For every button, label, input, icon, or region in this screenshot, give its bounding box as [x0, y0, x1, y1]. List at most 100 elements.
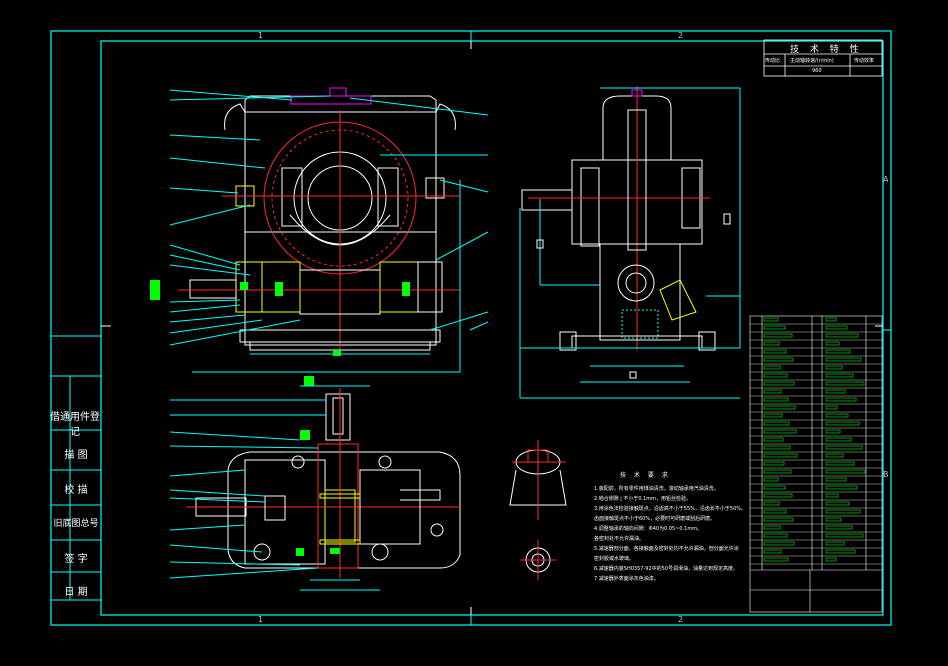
- parts-row-material: [825, 517, 842, 522]
- spec-header-speed: 主动轴转速/(r/min): [790, 58, 834, 64]
- side-label-registration: 借通用件登记: [50, 412, 100, 438]
- parts-row-material: [825, 469, 866, 474]
- top-view: [169, 376, 461, 591]
- zone-marker-bottom-1: 1: [258, 615, 264, 624]
- parts-list: [749, 315, 883, 613]
- parts-row-name: [763, 533, 788, 538]
- parts-row-material: [825, 541, 845, 546]
- parts-row-material: [825, 397, 857, 402]
- parts-row-name: [763, 445, 791, 450]
- parts-row-name: [763, 525, 781, 530]
- parts-row-material: [825, 413, 849, 418]
- tech-req-line: 1.装配前，所有零件用煤油清洗，滚动轴承用汽油清洗。: [594, 486, 719, 492]
- parts-row-material: [825, 341, 840, 346]
- parts-row-name: [763, 557, 789, 562]
- spec-table-frame: [763, 39, 883, 77]
- tech-req-line: 5.减速器剖分面、各接触面及密封处均不允许漏油，剖分面允许涂: [594, 546, 739, 552]
- parts-row-name: [763, 365, 781, 370]
- side-label-old-drawing-no: 旧底图总号: [53, 519, 99, 529]
- parts-row-name: [763, 405, 796, 410]
- spec-header-ratio: 传动比: [765, 58, 781, 64]
- zone-marker-bottom-2: 2: [678, 615, 684, 624]
- parts-row-name: [763, 429, 797, 434]
- parts-row-name: [763, 549, 782, 554]
- tech-req-line: 7.减速器外表面涂灰色油漆。: [594, 576, 659, 582]
- parts-row-name: [763, 477, 779, 482]
- parts-row-name: [763, 381, 795, 386]
- parts-row-material: [825, 509, 861, 514]
- parts-row-name: [763, 469, 792, 474]
- parts-row-material: [825, 373, 854, 378]
- parts-row-name: [763, 461, 785, 466]
- tech-req-line: 2.啮合侧隙 j 不小于0.1mm，用铅丝检验。: [594, 496, 692, 502]
- parts-row-material: [825, 333, 859, 338]
- parts-row-material: [825, 421, 860, 426]
- parts-row-material: [825, 557, 837, 562]
- parts-row-name: [763, 493, 793, 498]
- parts-row-name: [763, 413, 783, 418]
- zone-marker-top-1: 1: [258, 31, 264, 40]
- zone-marker-top-2: 2: [678, 31, 684, 40]
- side-label-signature: 签 字: [64, 554, 88, 565]
- parts-row-name: [763, 509, 787, 514]
- parts-row-material: [825, 405, 838, 410]
- parts-row-material: [825, 325, 848, 330]
- zone-marker-a: A: [883, 175, 889, 184]
- parts-row-material: [825, 549, 856, 554]
- parts-row-material: [825, 365, 843, 370]
- parts-row-material: [825, 477, 847, 482]
- parts-row-material: [825, 493, 839, 498]
- tech-req-title: 技 术 要 求: [620, 472, 671, 479]
- drawing-frame: [50, 30, 892, 626]
- parts-row-name: [763, 485, 786, 490]
- parts-row-name: [763, 501, 780, 506]
- spec-table-title: 技 术 特 性: [790, 45, 863, 55]
- side-label-date: 日 期: [64, 587, 88, 598]
- parts-row-name: [763, 453, 798, 458]
- side-label-checking: 校 描: [64, 485, 88, 496]
- parts-row-name: [763, 421, 790, 426]
- parts-row-material: [825, 461, 855, 466]
- tech-req-line: 3.用涂色法检验接触斑点，沿齿高不小于55%，沿齿长不小于50%。: [594, 506, 747, 512]
- parts-row-name: [763, 517, 794, 522]
- detail-view: [509, 440, 567, 580]
- parts-row-name: [763, 373, 788, 378]
- parts-row-name: [763, 317, 779, 322]
- parts-row-material: [825, 525, 853, 530]
- tech-req-line: 各密封处不允许漏油。: [594, 536, 645, 542]
- parts-row-material: [825, 389, 846, 394]
- tech-req-line: 齿面接触斑点不小于60%，必要时可研磨或刮后研磨。: [594, 516, 716, 522]
- spec-value-speed: 960: [812, 68, 822, 74]
- side-label-tracing: 描 图: [64, 450, 88, 461]
- parts-row-name: [763, 333, 793, 338]
- spec-header-efficiency: 传动效率: [854, 58, 875, 64]
- parts-row-material: [825, 501, 850, 506]
- parts-row-name: [763, 325, 786, 330]
- parts-row-material: [825, 445, 863, 450]
- zone-marker-b: B: [883, 470, 889, 479]
- parts-row-material: [825, 357, 862, 362]
- parts-row-material: [825, 437, 852, 442]
- parts-row-material: [825, 349, 851, 354]
- tech-req-line: 密封胶或水玻璃。: [594, 556, 635, 562]
- parts-row-material: [825, 485, 858, 490]
- parts-row-name: [763, 437, 784, 442]
- parts-row-name: [763, 397, 789, 402]
- parts-row-name: [763, 357, 794, 362]
- parts-row-name: [763, 349, 787, 354]
- parts-row-name: [763, 389, 782, 394]
- side-registration-table: [50, 335, 102, 601]
- parts-row-material: [825, 317, 837, 322]
- parts-row-material: [825, 429, 841, 434]
- parts-list-rows: [750, 317, 882, 565]
- parts-row-material: [825, 453, 844, 458]
- side-view: [519, 86, 741, 399]
- front-view: [150, 87, 489, 373]
- parts-row-material: [825, 533, 864, 538]
- tech-req-line: 6.减速器内装SH0357-92中的50号润滑油，油量达到规定高度。: [594, 566, 738, 572]
- parts-row-name: [763, 341, 780, 346]
- tech-req-line: 4.调整轴承的轴向间隙：Φ40为0.05~0.1mm。: [594, 526, 703, 532]
- parts-row-material: [825, 381, 865, 386]
- parts-row-name: [763, 541, 795, 546]
